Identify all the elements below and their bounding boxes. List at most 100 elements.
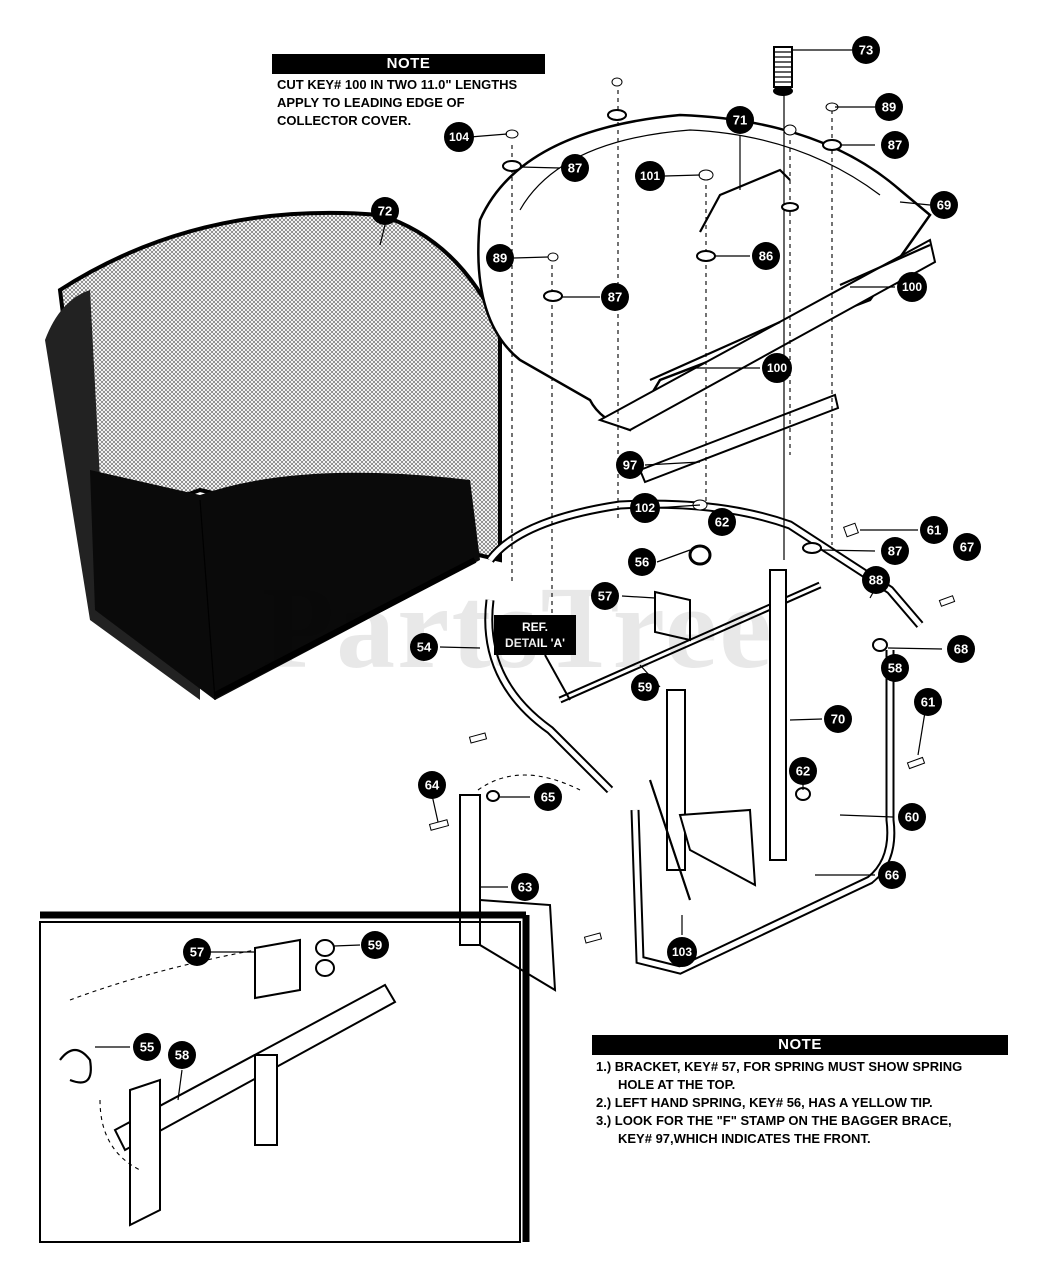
callout-87-b: 87 (561, 154, 589, 182)
callout-57-detail: 57 (183, 938, 211, 966)
svg-text:70: 70 (831, 712, 845, 727)
callout-100-b: 100 (762, 353, 792, 383)
callout-62-mid: 62 (789, 757, 817, 785)
note-top-body: CUT KEY# 100 IN TWO 11.0" LENGTHS APPLY … (277, 76, 517, 130)
svg-text:100: 100 (767, 361, 787, 375)
svg-text:87: 87 (608, 290, 622, 305)
callout-70: 70 (824, 705, 852, 733)
note-bottom-line: KEY# 97,WHICH INDICATES THE FRONT. (618, 1131, 871, 1146)
svg-text:55: 55 (140, 1040, 154, 1055)
callout-103: 103 (667, 937, 697, 967)
svg-text:62: 62 (715, 515, 729, 530)
svg-text:87: 87 (568, 161, 582, 176)
svg-text:REF.: REF. (522, 620, 548, 634)
svg-text:104: 104 (449, 130, 469, 144)
callout-58-main: 58 (881, 654, 909, 682)
callout-102: 102 (630, 493, 660, 523)
callout-104: 104 (444, 122, 474, 152)
callout-73: 73 (852, 36, 880, 64)
watermark: PartsTree (262, 562, 774, 693)
callout-64: 64 (418, 771, 446, 799)
note-bottom-heading: NOTE (592, 1035, 1008, 1055)
callout-61-mid: 61 (914, 688, 942, 716)
callout-101: 101 (635, 161, 665, 191)
svg-text:72: 72 (378, 204, 392, 219)
svg-text:67: 67 (960, 540, 974, 555)
svg-text:54: 54 (417, 640, 432, 655)
callout-56: 56 (628, 548, 656, 576)
svg-text:58: 58 (888, 661, 902, 676)
callout-100-a: 100 (897, 272, 927, 302)
svg-text:103: 103 (672, 945, 692, 959)
svg-text:59: 59 (368, 938, 382, 953)
svg-text:88: 88 (869, 573, 883, 588)
callout-54: 54 (410, 633, 438, 661)
svg-text:56: 56 (635, 555, 649, 570)
callout-60: 60 (898, 803, 926, 831)
svg-text:69: 69 (937, 198, 951, 213)
callout-63: 63 (511, 873, 539, 901)
svg-text:87: 87 (888, 544, 902, 559)
svg-text:65: 65 (541, 790, 555, 805)
note-bottom-line: HOLE AT THE TOP. (618, 1077, 736, 1092)
callout-67: 67 (953, 533, 981, 561)
callout-57-main: 57 (591, 582, 619, 610)
callout-58-detail: 58 (168, 1041, 196, 1069)
svg-text:60: 60 (905, 810, 919, 825)
svg-text:61: 61 (921, 695, 935, 710)
callout-89-mid: 89 (486, 244, 514, 272)
callout-59-main: 59 (631, 673, 659, 701)
callout-71: 71 (726, 106, 754, 134)
svg-text:100: 100 (902, 280, 922, 294)
svg-text:97: 97 (623, 458, 637, 473)
svg-text:DETAIL 'A': DETAIL 'A' (505, 636, 565, 650)
svg-text:63: 63 (518, 880, 532, 895)
note-bottom-line: 1.) BRACKET, KEY# 57, FOR SPRING MUST SH… (596, 1059, 963, 1074)
svg-text:64: 64 (425, 778, 440, 793)
note-bottom-body: 1.) BRACKET, KEY# 57, FOR SPRING MUST SH… (596, 1058, 962, 1148)
svg-text:73: 73 (859, 43, 873, 58)
callout-89-top: 89 (875, 93, 903, 121)
svg-text:62: 62 (796, 764, 810, 779)
callout-59-detail: 59 (361, 931, 389, 959)
callout-66: 66 (878, 861, 906, 889)
detail-a-box (39, 911, 530, 1243)
note-top-line: COLLECTOR COVER. (277, 113, 412, 128)
callout-55: 55 (133, 1033, 161, 1061)
grass-bag (45, 210, 502, 701)
svg-text:57: 57 (190, 945, 204, 960)
callout-61-top: 61 (920, 516, 948, 544)
callout-68: 68 (947, 635, 975, 663)
svg-text:86: 86 (759, 249, 773, 264)
note-top-line: CUT KEY# 100 IN TWO 11.0" LENGTHS (277, 77, 518, 92)
svg-text:89: 89 (882, 100, 896, 115)
svg-text:102: 102 (635, 501, 655, 515)
svg-text:68: 68 (954, 642, 968, 657)
callout-65: 65 (534, 783, 562, 811)
callout-87-a: 87 (881, 131, 909, 159)
callout-87-d: 87 (881, 537, 909, 565)
svg-text:58: 58 (175, 1048, 189, 1063)
svg-text:71: 71 (733, 113, 747, 128)
svg-text:87: 87 (888, 138, 902, 153)
bolt-73 (773, 46, 793, 96)
callout-86: 86 (752, 242, 780, 270)
callout-69: 69 (930, 191, 958, 219)
posts (459, 569, 787, 992)
callout-62-top: 62 (708, 508, 736, 536)
svg-text:101: 101 (640, 169, 660, 183)
handle-bracket (699, 168, 791, 233)
callout-87-c: 87 (601, 283, 629, 311)
note-bottom-line: 3.) LOOK FOR THE "F" STAMP ON THE BAGGER… (596, 1113, 952, 1128)
svg-text:61: 61 (927, 523, 941, 538)
callout-97: 97 (616, 451, 644, 479)
callout-72: 72 (371, 197, 399, 225)
assembly-lines (477, 90, 833, 791)
ref-detail-label: REF. DETAIL 'A' (494, 615, 576, 701)
note-bottom-line: 2.) LEFT HAND SPRING, KEY# 56, HAS A YEL… (596, 1095, 933, 1110)
svg-text:59: 59 (638, 680, 652, 695)
bagger-brace (638, 393, 840, 484)
svg-text:57: 57 (598, 589, 612, 604)
callout-88: 88 (862, 566, 890, 594)
